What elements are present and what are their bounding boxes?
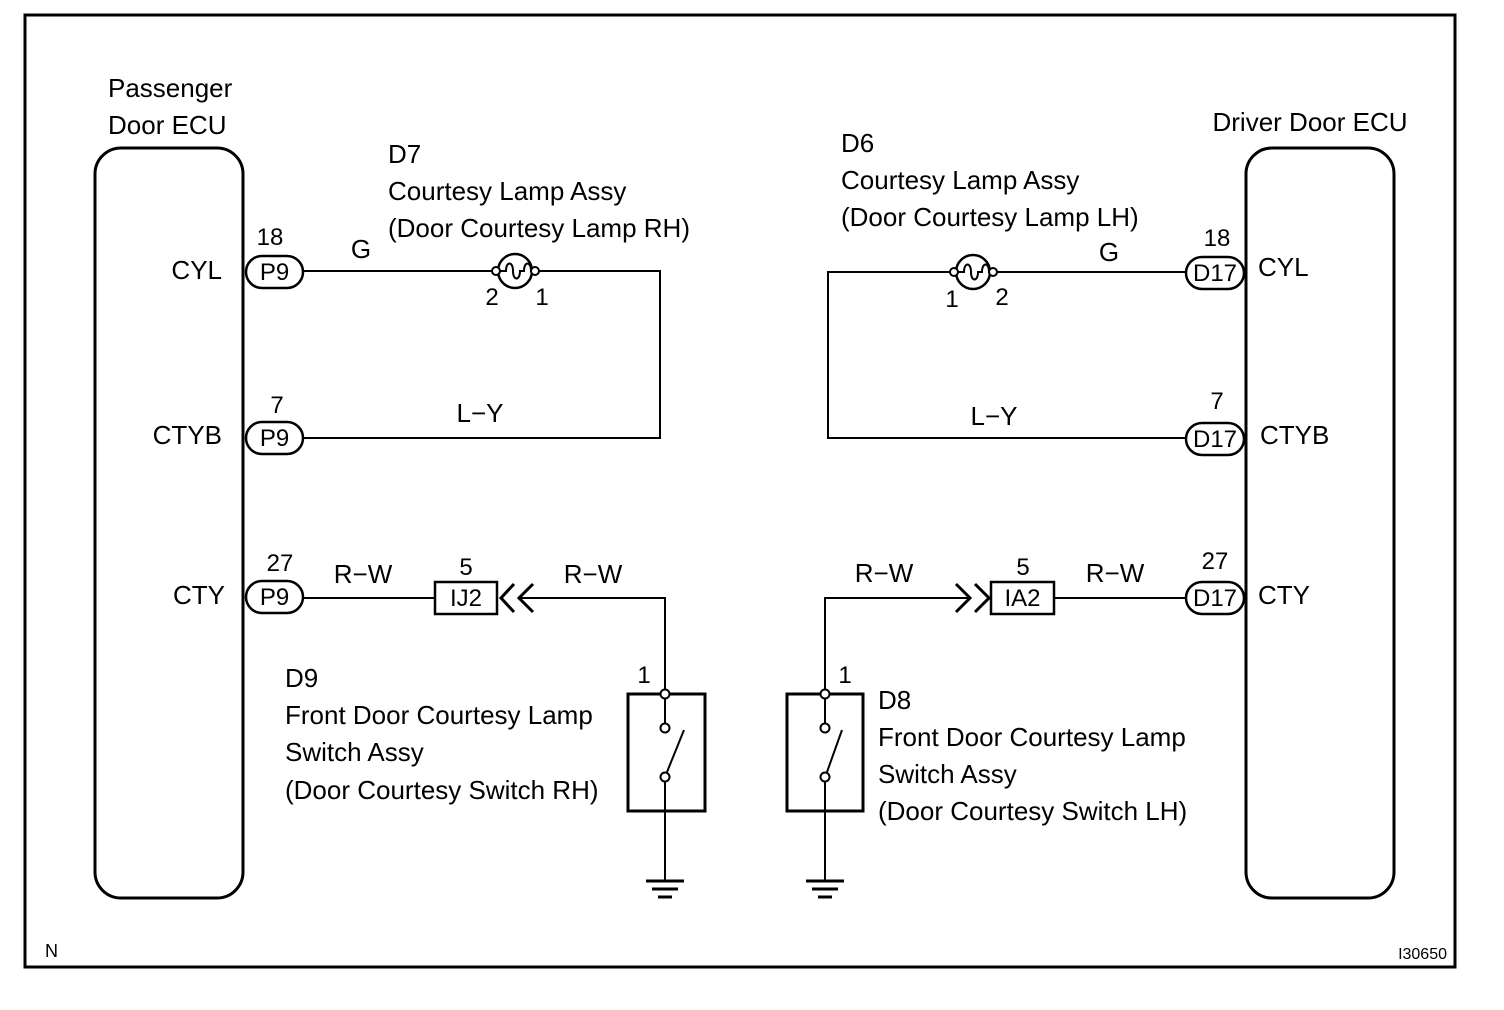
switch-lh-line2: Switch Assy <box>878 759 1017 789</box>
connector-d17-cty-name: D17 <box>1193 585 1237 612</box>
connector-chevron-icon <box>973 582 992 614</box>
figure-id: I30650 <box>1398 946 1447 963</box>
lamp-lh-circuit: G L−Y 1 2 D6 Courtesy Lamp Assy (Door Co… <box>827 128 1186 439</box>
switch-rh-pin: 1 <box>637 662 650 689</box>
driver-door-ecu: Driver Door ECU CYL CTYB CTY <box>1212 107 1408 900</box>
ground-icon <box>806 879 844 899</box>
connector-d17-ctyb-name: D17 <box>1193 426 1237 453</box>
lamp-lh-name: Courtesy Lamp Assy <box>841 165 1079 195</box>
connector-ij2-name: IJ2 <box>450 585 482 612</box>
bulb-icon <box>949 253 998 291</box>
connector-p9-cyl: P9 18 <box>244 224 305 290</box>
connector-ia2-pin: 5 <box>1016 554 1029 581</box>
passenger-terminal-cty: CTY <box>173 580 225 610</box>
connector-chevron-icon <box>498 582 516 614</box>
connector-d17-cyl-name: D17 <box>1193 260 1237 287</box>
switch-rh-code: D9 <box>285 663 318 693</box>
connector-p9-cty: P9 27 <box>244 550 305 615</box>
connector-d17-ctyb: D17 7 <box>1184 388 1246 457</box>
lamp-rh-pin-right: 1 <box>535 284 548 311</box>
lamp-lh-pin-left: 1 <box>945 286 958 313</box>
switch-rh-line3: (Door Courtesy Switch RH) <box>285 775 599 805</box>
wire-label-ly-right: L−Y <box>971 401 1018 431</box>
switch-lh-line1: Front Door Courtesy Lamp <box>878 722 1186 752</box>
wire-ly-right <box>827 271 1186 439</box>
connector-p9-ctyb-pin: 7 <box>270 392 283 419</box>
connector-p9-cyl-name: P9 <box>260 259 289 286</box>
lamp-lh-desc: (Door Courtesy Lamp LH) <box>841 202 1139 232</box>
switch-rh-line2: Switch Assy <box>285 737 424 767</box>
switch-lh-circuit: IA2 5 R−W R−W 1 D8 Front Door Courtesy L… <box>785 554 1187 899</box>
ground-icon <box>646 879 684 899</box>
connector-chevron-icon <box>516 582 535 614</box>
corner-letter: N <box>45 941 58 961</box>
switch-contact-icon <box>819 688 843 783</box>
diagram-frame <box>23 13 1457 969</box>
passenger-terminal-ctyb: CTYB <box>153 420 222 450</box>
wire-label-g-left: G <box>351 234 371 264</box>
passenger-ecu-title-line1: Passenger <box>108 73 233 103</box>
driver-ecu-title: Driver Door ECU <box>1212 107 1407 137</box>
connector-p9-cty-name: P9 <box>260 584 289 611</box>
connector-ia2-body <box>989 580 1056 616</box>
connector-d17-cyl-pin: 18 <box>1204 225 1231 252</box>
passenger-door-ecu: Passenger Door ECU CYL CTYB CTY <box>93 73 245 900</box>
driver-terminal-ctyb: CTYB <box>1260 420 1329 450</box>
wire-label-ly-left: L−Y <box>457 398 504 428</box>
lamp-rh-pin-left: 2 <box>485 284 498 311</box>
driver-ecu-body <box>1244 146 1396 900</box>
connector-ia2-name: IA2 <box>1004 585 1040 612</box>
wire-rw-right-a <box>824 597 969 694</box>
connector-p9-cyl-pin: 18 <box>257 224 284 251</box>
switch-contact-icon <box>659 688 685 783</box>
connector-p9-cty-pin: 27 <box>267 550 294 577</box>
wire-label-rw-left-a: R−W <box>334 559 393 589</box>
bulb-icon <box>491 252 540 290</box>
passenger-ecu-title-line2: Door ECU <box>108 110 226 140</box>
connector-p9-ctyb: P9 7 <box>244 392 305 456</box>
switch-rh-line1: Front Door Courtesy Lamp <box>285 700 593 730</box>
connector-ij2-pin: 5 <box>459 554 472 581</box>
connector-ij2-body <box>433 580 499 616</box>
passenger-terminal-cyl: CYL <box>171 255 222 285</box>
switch-rh-circuit: IJ2 5 R−W R−W 1 D9 Front Door Courtesy L… <box>285 554 707 899</box>
switch-lh-code: D8 <box>878 685 911 715</box>
wire-label-g-right: G <box>1099 237 1119 267</box>
driver-terminal-cyl: CYL <box>1258 252 1309 282</box>
switch-lh-line3: (Door Courtesy Switch LH) <box>878 796 1187 826</box>
connector-p9-ctyb-name: P9 <box>260 425 289 452</box>
lamp-rh-code: D7 <box>388 139 421 169</box>
connector-d17-cyl: D17 18 <box>1184 225 1246 291</box>
passenger-ecu-body <box>93 146 245 900</box>
switch-rh-box <box>626 692 707 813</box>
switch-lh-pin: 1 <box>838 662 851 689</box>
connector-chevron-icon <box>954 582 973 614</box>
connector-d17-ctyb-pin: 7 <box>1210 388 1223 415</box>
wire-label-rw-left-b: R−W <box>564 559 623 589</box>
wire-label-rw-right-b: R−W <box>1086 558 1145 588</box>
wire-label-rw-right-a: R−W <box>855 558 914 588</box>
connector-d17-cty: D17 27 <box>1184 548 1246 616</box>
lamp-rh-desc: (Door Courtesy Lamp RH) <box>388 213 690 243</box>
wire-ly-left <box>303 270 661 439</box>
lamp-lh-code: D6 <box>841 128 874 158</box>
connector-d17-cty-pin: 27 <box>1202 548 1229 575</box>
wire-rw-left-b <box>520 597 666 694</box>
lamp-rh-circuit: G L−Y 2 1 D7 Courtesy Lamp Assy (Door Co… <box>303 139 690 439</box>
lamp-rh-name: Courtesy Lamp Assy <box>388 176 626 206</box>
lamp-lh-pin-right: 2 <box>995 284 1008 311</box>
driver-terminal-cty: CTY <box>1258 580 1310 610</box>
